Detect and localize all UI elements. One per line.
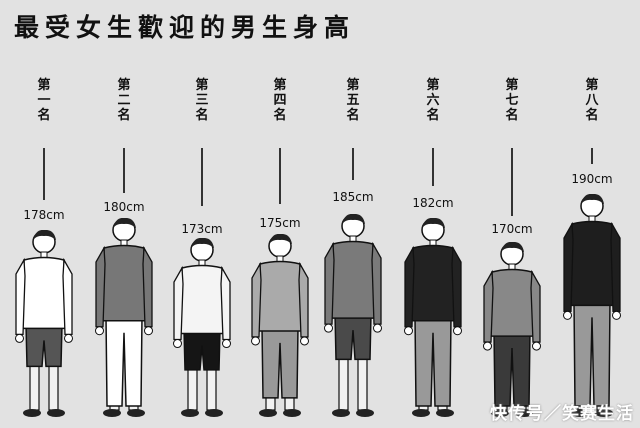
person-figure-icon (15, 230, 73, 417)
page-title: 最受女生歡迎的男生身高 (14, 13, 356, 42)
height-indicator-line (123, 148, 125, 193)
height-indicator-line (201, 148, 203, 206)
height-label: 175cm (259, 216, 301, 230)
height-label: 173cm (181, 222, 223, 236)
height-label: 185cm (332, 190, 374, 204)
person-figure-icon (173, 238, 231, 417)
height-label: 190cm (571, 172, 613, 186)
person-figure-icon (324, 214, 382, 417)
rank-label: 第六名 (426, 78, 440, 123)
height-indicator-line (432, 148, 434, 186)
watermark: 快传号／笑赛生活 (490, 404, 634, 424)
person-figure-icon (95, 218, 153, 417)
height-label: 182cm (412, 196, 454, 210)
person-figure-icon (563, 194, 621, 417)
rank-label: 第一名 (37, 78, 51, 123)
person-figure-icon (251, 234, 309, 417)
height-indicator-line (591, 148, 593, 164)
rank-label: 第七名 (505, 78, 519, 123)
height-indicator-line (511, 148, 513, 216)
rank-label: 第八名 (585, 78, 599, 123)
rank-label: 第四名 (273, 78, 287, 123)
height-indicator-line (352, 148, 354, 180)
height-indicator-line (43, 148, 45, 200)
height-label: 170cm (491, 222, 533, 236)
person-figure-icon (483, 242, 541, 417)
height-label: 178cm (23, 208, 65, 222)
rank-label: 第二名 (117, 78, 131, 123)
rank-label: 第三名 (195, 78, 209, 123)
rank-label: 第五名 (346, 78, 360, 123)
person-figure-icon (404, 218, 462, 417)
height-label: 180cm (103, 200, 145, 214)
height-indicator-line (279, 148, 281, 204)
